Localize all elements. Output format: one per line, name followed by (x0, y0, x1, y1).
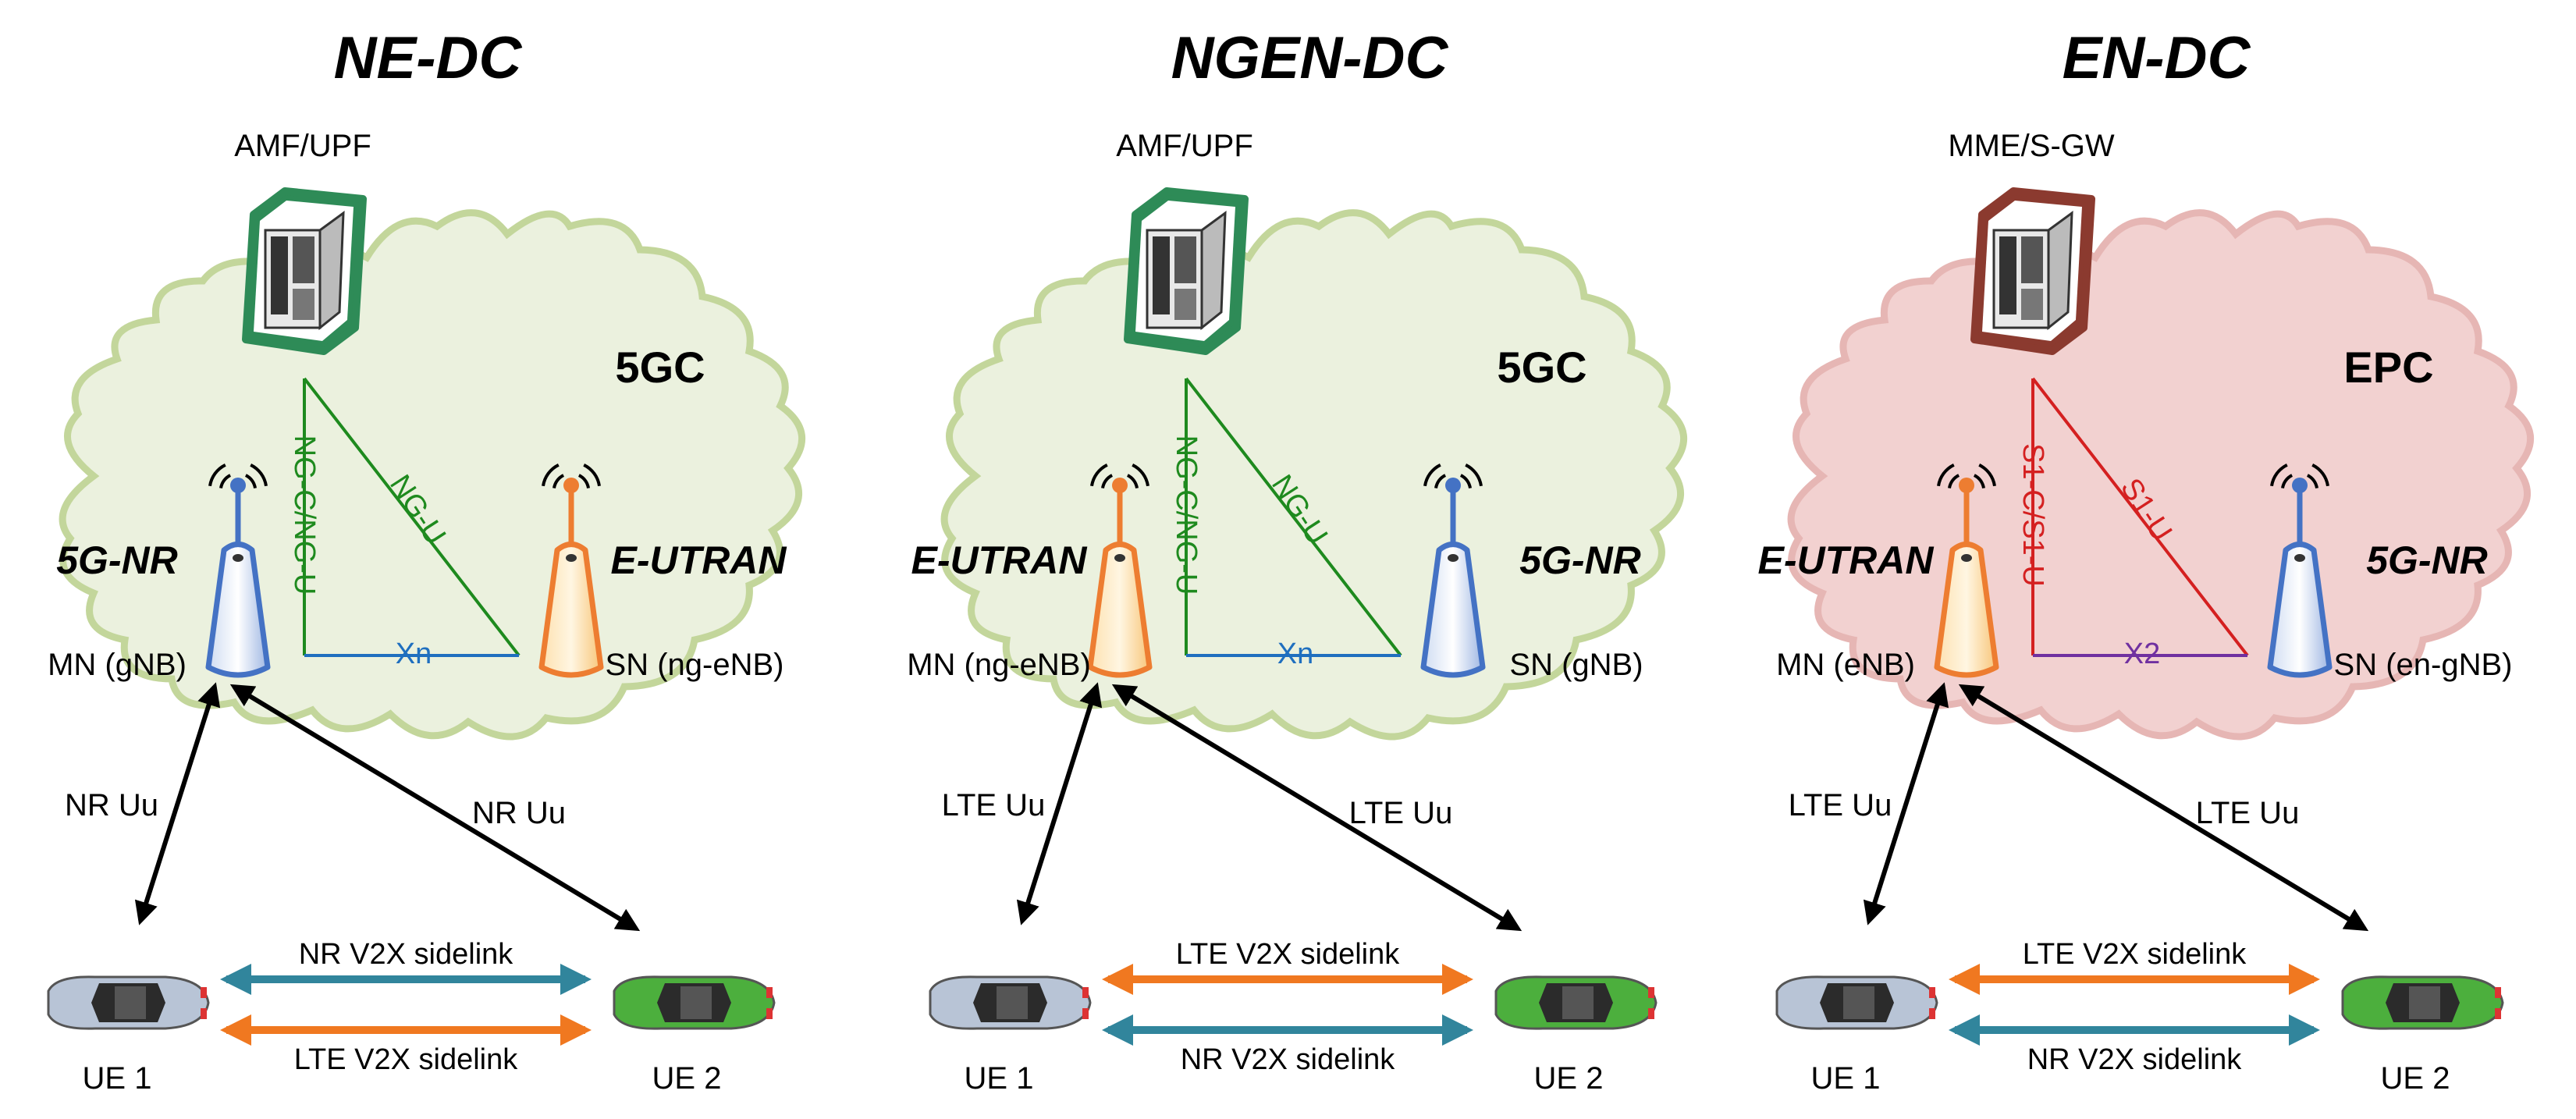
core-node-label: AMF/UPF (234, 129, 371, 163)
master-ran-label: E-UTRAN (911, 538, 1088, 582)
master-ran-label: 5G-NR (56, 538, 178, 582)
secondary-ran-label: 5G-NR (2366, 538, 2488, 582)
nr-tower-icon (1420, 464, 1486, 678)
car-icon (613, 975, 776, 1030)
ue1-label: UE 1 (965, 1061, 1034, 1096)
car-icon (1494, 975, 1658, 1030)
ue1-label: UE 1 (83, 1061, 152, 1096)
secondary-node-label: SN (gNB) (1509, 648, 1643, 682)
core-network-label: 5GC (1497, 343, 1586, 392)
ue2-label: UE 2 (652, 1061, 722, 1096)
car-icon (1775, 975, 1938, 1030)
lte-tower-icon (538, 464, 604, 678)
uu-secondary-label: LTE Uu (2196, 796, 2300, 830)
uu-secondary-label: NR Uu (472, 796, 566, 830)
car-icon (929, 975, 1092, 1030)
uu-master-arrow (134, 682, 221, 925)
secondary-node-label: SN (ng-eNB) (606, 648, 784, 682)
car-icon (47, 975, 210, 1030)
master-node-label: MN (gNB) (48, 648, 187, 682)
control-interface-label: NG-C/NG-U (1170, 435, 1203, 595)
sidelink-top-label: LTE V2X sidelink (1176, 938, 1401, 971)
core-node-label: AMF/UPF (1116, 129, 1253, 163)
ue1-label: UE 1 (1811, 1061, 1881, 1096)
panel-title: EN-DC (2063, 25, 2251, 91)
sidelink-bottom-label: NR V2X sidelink (1181, 1043, 1396, 1076)
sidelink-bottom-label: NR V2X sidelink (2027, 1043, 2243, 1076)
master-node-label: MN (eNB) (1776, 648, 1915, 682)
x-interface-label: Xn (1277, 638, 1313, 670)
uu-master-label: NR Uu (65, 788, 158, 822)
x-interface-label: X2 (2124, 638, 2160, 670)
sidelink-bottom-label: LTE V2X sidelink (294, 1043, 519, 1076)
server-icon (1970, 187, 2095, 355)
nr-tower-icon (205, 464, 271, 678)
panel-title: NE-DC (334, 25, 523, 91)
core-network-label: EPC (2343, 343, 2433, 392)
control-interface-label: NG-C/NG-U (288, 435, 321, 595)
server-icon (242, 187, 367, 355)
lte-tower-icon (1934, 464, 1999, 678)
sidelink-top-label: LTE V2X sidelink (2023, 938, 2247, 971)
uu-master-label: LTE Uu (942, 788, 1046, 822)
uu-secondary-label: LTE Uu (1349, 796, 1453, 830)
core-network-label: 5GC (615, 343, 705, 392)
secondary-ran-label: E-UTRAN (611, 538, 787, 582)
server-icon (1124, 187, 1249, 355)
lte-tower-icon (1087, 464, 1153, 678)
core-node-label: MME/S-GW (1948, 129, 2115, 163)
uu-master-arrow (1016, 682, 1103, 925)
control-interface-label: S1-C/S1-U (2016, 443, 2049, 587)
uu-master-arrow (1863, 682, 1949, 925)
x-interface-label: Xn (396, 638, 432, 670)
secondary-node-label: SN (en-gNB) (2334, 648, 2513, 682)
user-interface-line (2031, 377, 2249, 657)
uu-secondary-arrow (1958, 684, 2369, 932)
nr-tower-icon (2267, 464, 2333, 678)
ue2-label: UE 2 (1534, 1061, 1604, 1096)
master-node-label: MN (ng-eNB) (907, 648, 1091, 682)
ue2-label: UE 2 (2381, 1061, 2450, 1096)
user-interface-line (303, 377, 521, 657)
user-interface-line (1185, 377, 1402, 657)
uu-secondary-arrow (1111, 684, 1523, 932)
sidelink-top-label: NR V2X sidelink (299, 938, 514, 971)
master-ran-label: E-UTRAN (1758, 538, 1935, 582)
car-icon (2341, 975, 2504, 1030)
uu-secondary-arrow (229, 684, 641, 932)
secondary-ran-label: 5G-NR (1519, 538, 1641, 582)
panel-title: NGEN-DC (1171, 25, 1449, 91)
uu-master-label: LTE Uu (1789, 788, 1892, 822)
